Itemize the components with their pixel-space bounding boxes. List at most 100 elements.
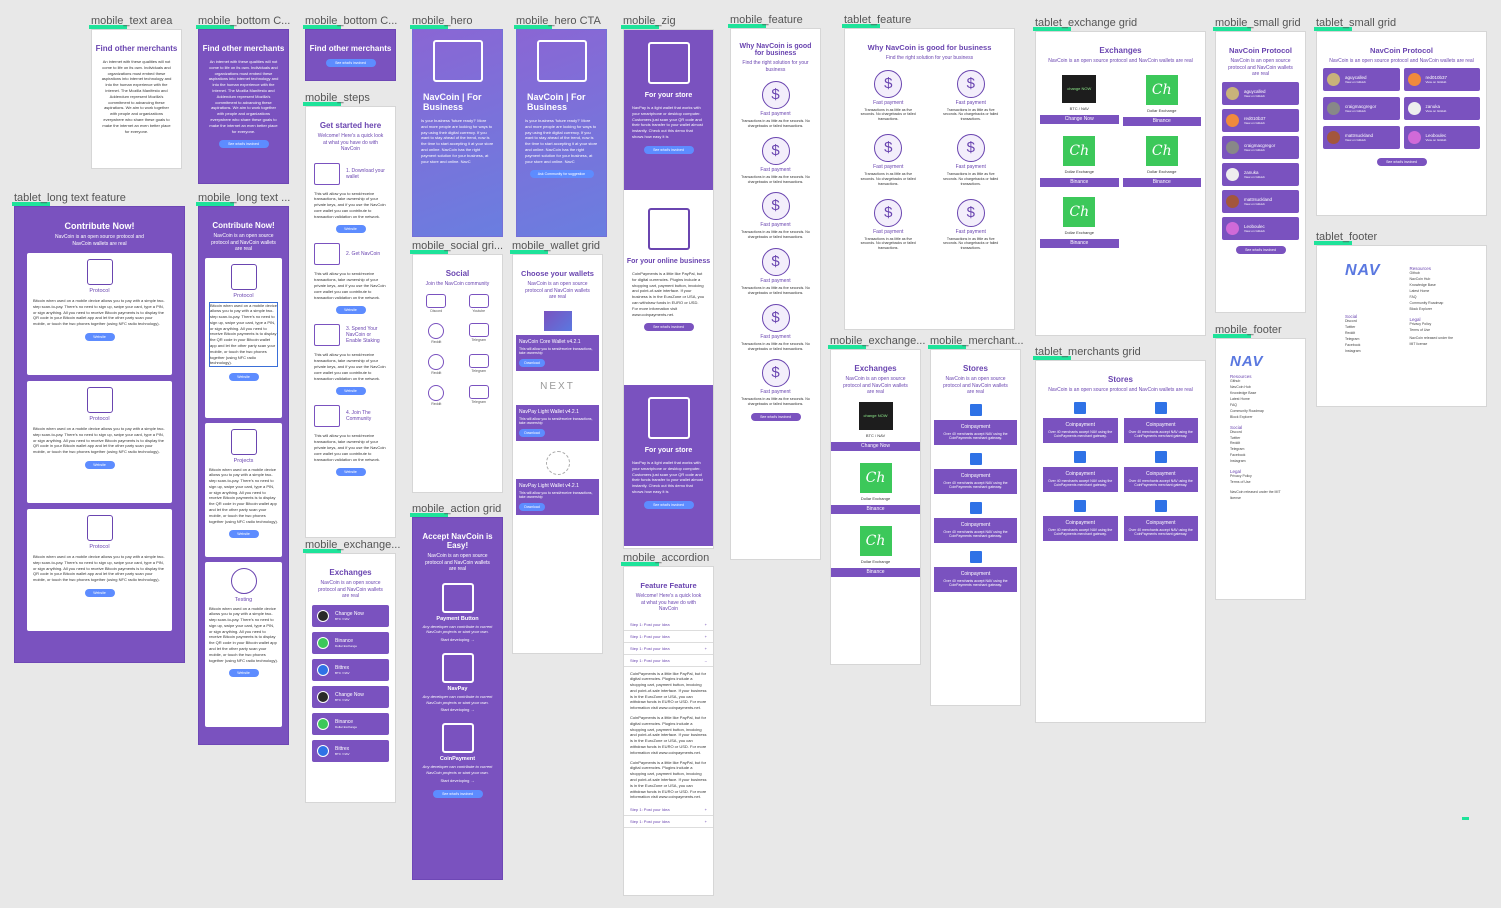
website-button[interactable]: Website	[335, 387, 366, 396]
contributor-link[interactable]: View on GitHub	[1244, 174, 1265, 179]
start-developing-link[interactable]: Start developing →	[440, 777, 475, 783]
board-mobile-steps[interactable]: mobile_steps Get started here Welcome! H…	[303, 92, 396, 538]
contributor-link[interactable]: View on GitHub	[1345, 108, 1366, 113]
footer-link[interactable]: Instagram	[1345, 348, 1361, 353]
board-tablet-small-grid[interactable]: tablet_small grid NavCoin Protocol NavCo…	[1314, 17, 1487, 216]
footer-link[interactable]: Discord	[1230, 429, 1242, 434]
nav-logo[interactable]: NAV	[1345, 262, 1381, 279]
footer-link[interactable]: Community Roadmap	[1230, 408, 1264, 413]
board-tablet-exchange-grid[interactable]: tablet_exchange grid Exchanges NavCoin i…	[1033, 17, 1206, 336]
contributor-link[interactable]: View on GitHub	[1425, 137, 1447, 142]
footer-link[interactable]: Twitter	[1230, 435, 1241, 440]
involved-button[interactable]: See what's involved	[1235, 245, 1286, 254]
footer-link[interactable]: Privacy Policy	[1230, 474, 1252, 479]
contributor-link[interactable]: View on GitHub	[1425, 108, 1447, 113]
board-mobile-hero[interactable]: mobile_hero NavCoin | For Business Is yo…	[410, 15, 503, 237]
board-mobile-social-grid[interactable]: mobile_social gri... Social Join the Nav…	[410, 240, 503, 493]
board-tablet-feature[interactable]: tablet_feature Why NavCoin is good for b…	[842, 14, 1015, 330]
footer-link[interactable]: Reddit	[1345, 330, 1356, 335]
website-button[interactable]: Website	[335, 468, 366, 477]
footer-link[interactable]: Latest Home	[1230, 396, 1250, 401]
accordion-row[interactable]: Step 1: Post your Idea+	[624, 816, 713, 829]
zig-button[interactable]: See what's involved	[643, 145, 694, 154]
footer-link[interactable]: Privacy Policy	[1409, 321, 1432, 326]
social-item[interactable]: Youtube	[460, 288, 499, 313]
footer-link[interactable]: Terms of Use	[1230, 480, 1251, 485]
board-mobile-long-text[interactable]: mobile_long text ... Contribute Now! Nav…	[196, 192, 290, 745]
footer-link[interactable]: Facebook	[1345, 342, 1361, 347]
website-button[interactable]: Website	[84, 332, 115, 341]
start-developing-link[interactable]: Start developing →	[440, 707, 475, 713]
footer-link[interactable]: NavCoin Hub	[1409, 276, 1431, 281]
social-item[interactable]: Discord	[417, 288, 456, 313]
footer-link[interactable]: Block Explorer	[1409, 306, 1433, 311]
board-mobile-merchant[interactable]: mobile_merchant... Stores NavCoin is an …	[928, 335, 1024, 706]
download-button[interactable]: Download	[519, 428, 545, 437]
footer-link[interactable]: Github	[1230, 379, 1241, 383]
board-tablet-merchants-grid[interactable]: tablet_merchants grid Stores NavCoin is …	[1033, 346, 1206, 723]
social-item[interactable]: Telegram	[460, 348, 499, 375]
nav-logo[interactable]: NAV	[1230, 353, 1264, 370]
board-mobile-small-grid[interactable]: mobile_small grid NavCoin Protocol NavCo…	[1213, 17, 1306, 313]
contributor-link[interactable]: View on GitHub	[1244, 93, 1265, 98]
contributor-link[interactable]: View on GitHub	[1244, 120, 1265, 125]
involved-button[interactable]: See what's involved	[1376, 157, 1427, 166]
contributor-link[interactable]: View on GitHub	[1244, 201, 1265, 206]
accordion-row[interactable]: Step 1: Post your Idea+	[624, 804, 713, 817]
website-button[interactable]: Website	[228, 530, 259, 539]
involved-button[interactable]: See what's involved	[432, 789, 483, 798]
accordion-row[interactable]: Step 1: Post your Idea–	[624, 655, 713, 667]
contributor-link[interactable]: View on GitHub	[1345, 79, 1366, 84]
board-mobile-bottom-cta-2[interactable]: mobile_bottom C... Find other merchants …	[303, 15, 397, 81]
start-developing-link[interactable]: Start developing →	[440, 637, 475, 643]
footer-link[interactable]: Telegram	[1345, 336, 1360, 341]
board-mobile-feature[interactable]: mobile_feature Why NavCoin is good for b…	[728, 14, 821, 560]
zig-button[interactable]: See what's involved	[643, 323, 694, 332]
social-item[interactable]: Reddit	[417, 317, 456, 344]
footer-link[interactable]: Knowledge Base	[1230, 390, 1257, 395]
board-mobile-accordion[interactable]: mobile_accordion Feature Feature Welcome…	[621, 552, 714, 896]
footer-link[interactable]: Community Roadmap	[1409, 300, 1444, 305]
cta-button[interactable]: See what's involved	[325, 59, 376, 67]
accordion-row[interactable]: Step 1: Post your Idea+	[624, 619, 713, 631]
board-mobile-zig[interactable]: mobile_zig For your store NavPay is a li…	[621, 15, 714, 549]
zig-button[interactable]: See what's involved	[643, 500, 694, 509]
footer-link[interactable]: Reddit	[1230, 441, 1241, 446]
community-button[interactable]: Ask Community for suggestion	[529, 170, 594, 179]
board-mobile-bottom-cta-1[interactable]: mobile_bottom C... Find other merchants …	[196, 15, 290, 184]
social-item[interactable]: Telegram	[460, 379, 499, 406]
download-button[interactable]: Download	[519, 502, 545, 511]
website-button[interactable]: Website	[335, 225, 366, 234]
contributor-link[interactable]: View on GitHub	[1425, 79, 1447, 84]
